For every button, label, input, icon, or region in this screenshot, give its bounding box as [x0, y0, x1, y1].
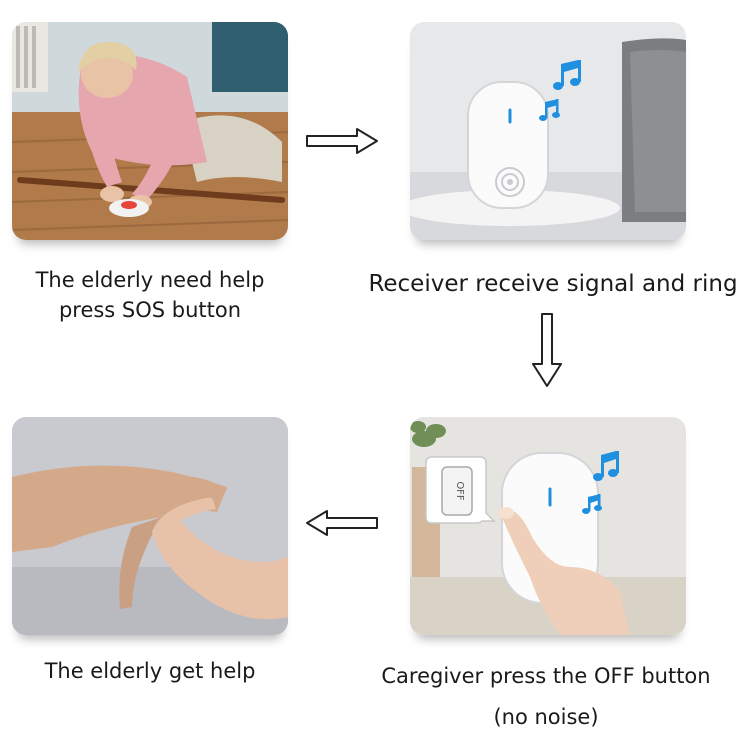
holding-hands-illustration: [12, 417, 288, 635]
music-note-icon: [582, 451, 619, 514]
step-4-photo: OFF: [410, 417, 686, 635]
music-note-icon: [539, 60, 581, 121]
receiver-ringing-illustration: [410, 22, 686, 240]
press-off-illustration: OFF: [410, 417, 686, 635]
step-1-caption-line-1: The elderly need help: [35, 268, 265, 292]
step-1-caption-line-2: press SOS button: [58, 298, 242, 323]
off-button-label: OFF: [454, 481, 465, 501]
step-1-photo: [12, 22, 288, 240]
step-1-caption: The elderly need help press SOS button: [12, 265, 288, 326]
step-4-caption: Caregiver press the OFF button (no noise…: [366, 656, 726, 738]
arrow-down-icon: [530, 312, 564, 388]
step-2-caption-line-1: Receiver receive signal and ring: [368, 271, 738, 297]
step-3-caption: The elderly get help: [12, 656, 288, 686]
arrow-left-icon: [305, 508, 379, 538]
step-3-photo: [12, 417, 288, 635]
step-3-caption-line-1: The elderly get help: [44, 659, 256, 683]
step-2-photo: [410, 22, 686, 240]
arrow-right-icon: [305, 126, 379, 156]
step-4-caption-line-2: (no noise): [493, 704, 599, 729]
step-2-caption: Receiver receive signal and ring: [358, 268, 748, 301]
step-4-caption-line-1: Caregiver press the OFF button: [381, 664, 711, 688]
elderly-fall-illustration: [12, 22, 288, 240]
